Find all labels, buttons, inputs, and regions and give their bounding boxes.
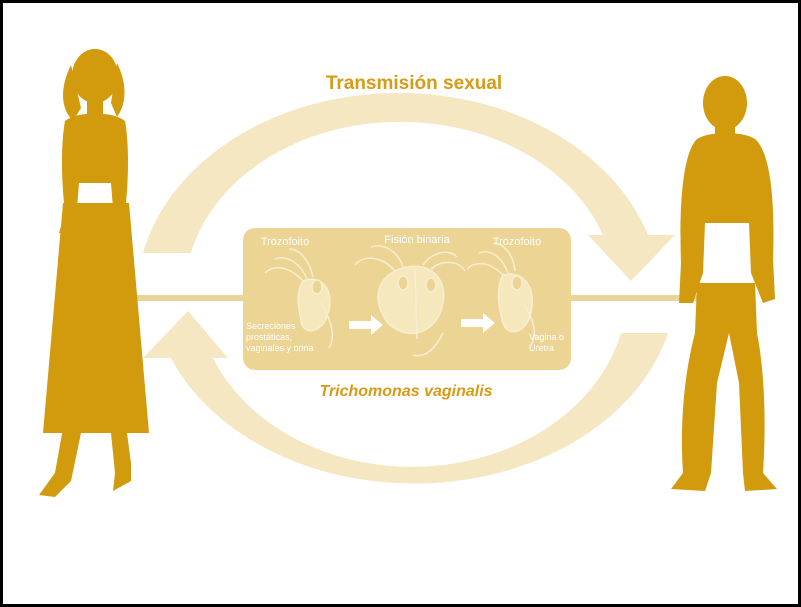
left-connector-line bbox=[128, 295, 248, 301]
woman-silhouette bbox=[39, 49, 149, 497]
organism-name: Trichomonas vaginalis bbox=[319, 383, 492, 400]
diagram-title: Transmisión sexual bbox=[326, 73, 502, 94]
note-right-line-1: Vagina o bbox=[529, 332, 564, 342]
note-right-line-2: Uretra bbox=[529, 343, 554, 353]
note-left-line-1: Secreciones bbox=[246, 321, 296, 331]
note-left-line-3: vaginales y orina bbox=[246, 343, 314, 353]
stage-label-middle: Fisión binaria bbox=[384, 234, 450, 246]
man-silhouette bbox=[671, 76, 777, 491]
stage-label-left: Trozofoito bbox=[261, 236, 310, 248]
stage-label-right: Trozofoito bbox=[493, 236, 542, 248]
diagram-canvas: Transmisión sexual Trozofoito Fisión bin… bbox=[3, 3, 798, 604]
note-left-line-2: prostáticas, bbox=[246, 332, 292, 342]
